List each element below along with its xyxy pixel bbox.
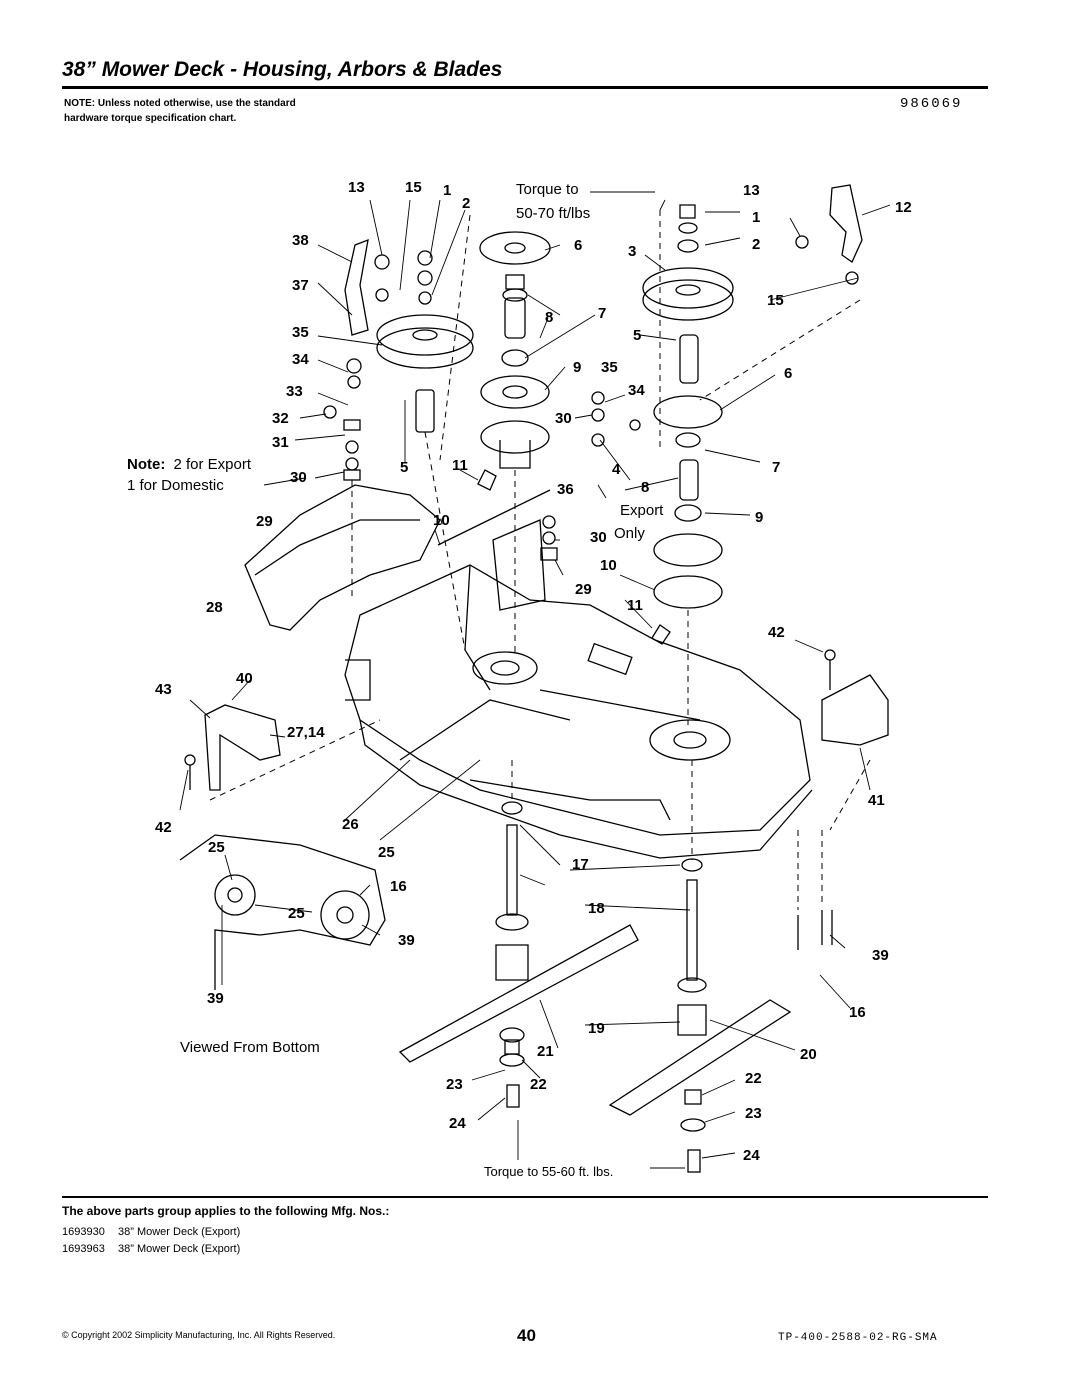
export-only-label: Export (620, 502, 664, 519)
callout: 22 (530, 1076, 547, 1093)
callout: 8 (545, 309, 553, 326)
page-number: 40 (517, 1326, 536, 1345)
callout: 18 (588, 900, 605, 917)
callout: 28 (206, 599, 223, 616)
callout: 5 (400, 459, 408, 476)
export-only-label-2: Only (614, 525, 645, 542)
callout: 35 (292, 324, 309, 341)
callout: 6 (784, 365, 792, 382)
deck-housing (344, 564, 811, 836)
callout: 8 (641, 479, 649, 496)
callout: 13 (743, 182, 760, 199)
mfg-row: 1693963 38” Mower Deck (Export) (62, 1241, 240, 1258)
callout: 20 (800, 1046, 817, 1063)
callout: 24 (743, 1147, 760, 1164)
mfg-description: 38” Mower Deck (Export) (118, 1226, 241, 1238)
applies-heading: The above parts group applies to the fol… (62, 1204, 390, 1218)
callout: 27,14 (287, 724, 325, 741)
export-note: Note: 2 for Export (127, 456, 252, 473)
callout: 34 (628, 382, 645, 399)
callout: 43 (155, 681, 172, 698)
callout: 15 (405, 179, 422, 196)
callout: 21 (537, 1043, 554, 1060)
callout: 40 (236, 670, 253, 687)
callout: 29 (575, 581, 592, 598)
callout: 19 (588, 1020, 605, 1037)
doc-number: 986069 (900, 96, 963, 112)
callout: 2 (462, 195, 470, 212)
title-rule (62, 86, 988, 89)
callout: 6 (574, 237, 582, 254)
callout: 16 (390, 878, 407, 895)
callout: 41 (868, 792, 885, 809)
callout: 7 (772, 459, 780, 476)
callout: 33 (286, 383, 303, 400)
callout: 9 (755, 509, 763, 526)
callout: 39 (207, 990, 224, 1007)
callout: 12 (895, 199, 912, 216)
callout: 23 (446, 1076, 463, 1093)
callout: 11 (627, 597, 643, 614)
mfg-number: 1693930 (62, 1226, 105, 1238)
callout: 13 (348, 179, 365, 196)
copyright: © Copyright 2002 Simplicity Manufacturin… (62, 1330, 336, 1340)
callout: 31 (272, 434, 289, 451)
callout: 23 (745, 1105, 762, 1122)
callout: 30 (555, 410, 572, 427)
callout: 30 (290, 469, 307, 486)
callout: 29 (256, 513, 273, 530)
callout: 16 (849, 1004, 866, 1021)
callout: 42 (155, 819, 172, 836)
callout: 11 (452, 457, 468, 474)
bottom-view-deck (179, 834, 386, 990)
callout: 22 (745, 1070, 762, 1087)
mfg-row: 1693930 38” Mower Deck (Export) (62, 1224, 240, 1241)
torque-label-top: Torque to (516, 181, 579, 198)
callout: 1 (443, 182, 451, 199)
domestic-note: 1 for Domestic (127, 477, 224, 494)
callout: 9 (573, 359, 581, 376)
callout: 39 (872, 947, 889, 964)
callout: 34 (292, 351, 309, 368)
callout: 30 (590, 529, 607, 546)
callout: 1 (752, 209, 760, 226)
callout: 2 (752, 236, 760, 253)
callout: 36 (557, 481, 574, 498)
torque-label-bottom: Torque to 55-60 ft. lbs. (484, 1164, 613, 1179)
callout: 39 (398, 932, 415, 949)
callout: 38 (292, 232, 309, 249)
callout: 4 (612, 461, 621, 478)
export-note-text: 2 for Export (174, 456, 252, 473)
callout: 26 (342, 816, 359, 833)
mfg-description: 38” Mower Deck (Export) (118, 1243, 241, 1255)
mfg-list: 1693930 38” Mower Deck (Export) 1693963 38… (62, 1224, 240, 1258)
footer-rule (62, 1196, 988, 1198)
callout: 10 (600, 557, 617, 574)
callout: 17 (572, 856, 589, 873)
callout: 24 (449, 1115, 466, 1132)
callout: 25 (208, 839, 225, 856)
torque-value-top: 50-70 ft/lbs (516, 205, 590, 222)
export-note-label: Note: (127, 456, 165, 473)
belt-guard (244, 484, 441, 631)
callout: 3 (628, 243, 636, 260)
callout: 37 (292, 277, 309, 294)
callout: 35 (601, 359, 618, 376)
callout: 32 (272, 410, 289, 427)
page-title: 38” Mower Deck - Housing, Arbors & Blade… (62, 58, 503, 81)
callout: 25 (288, 905, 305, 922)
torque-note: NOTE: Unless noted otherwise, use the st… (64, 98, 296, 124)
viewed-from-bottom-label: Viewed From Bottom (180, 1039, 320, 1056)
callout: 15 (767, 292, 784, 309)
publication-code: TP-400-2588-02-RG-SMA (778, 1332, 938, 1344)
callout: 5 (633, 327, 641, 344)
callout: 42 (768, 624, 785, 641)
mfg-number: 1693963 (62, 1243, 105, 1255)
callout: 7 (598, 305, 606, 322)
callout: 10 (433, 512, 450, 529)
callout: 25 (378, 844, 395, 861)
